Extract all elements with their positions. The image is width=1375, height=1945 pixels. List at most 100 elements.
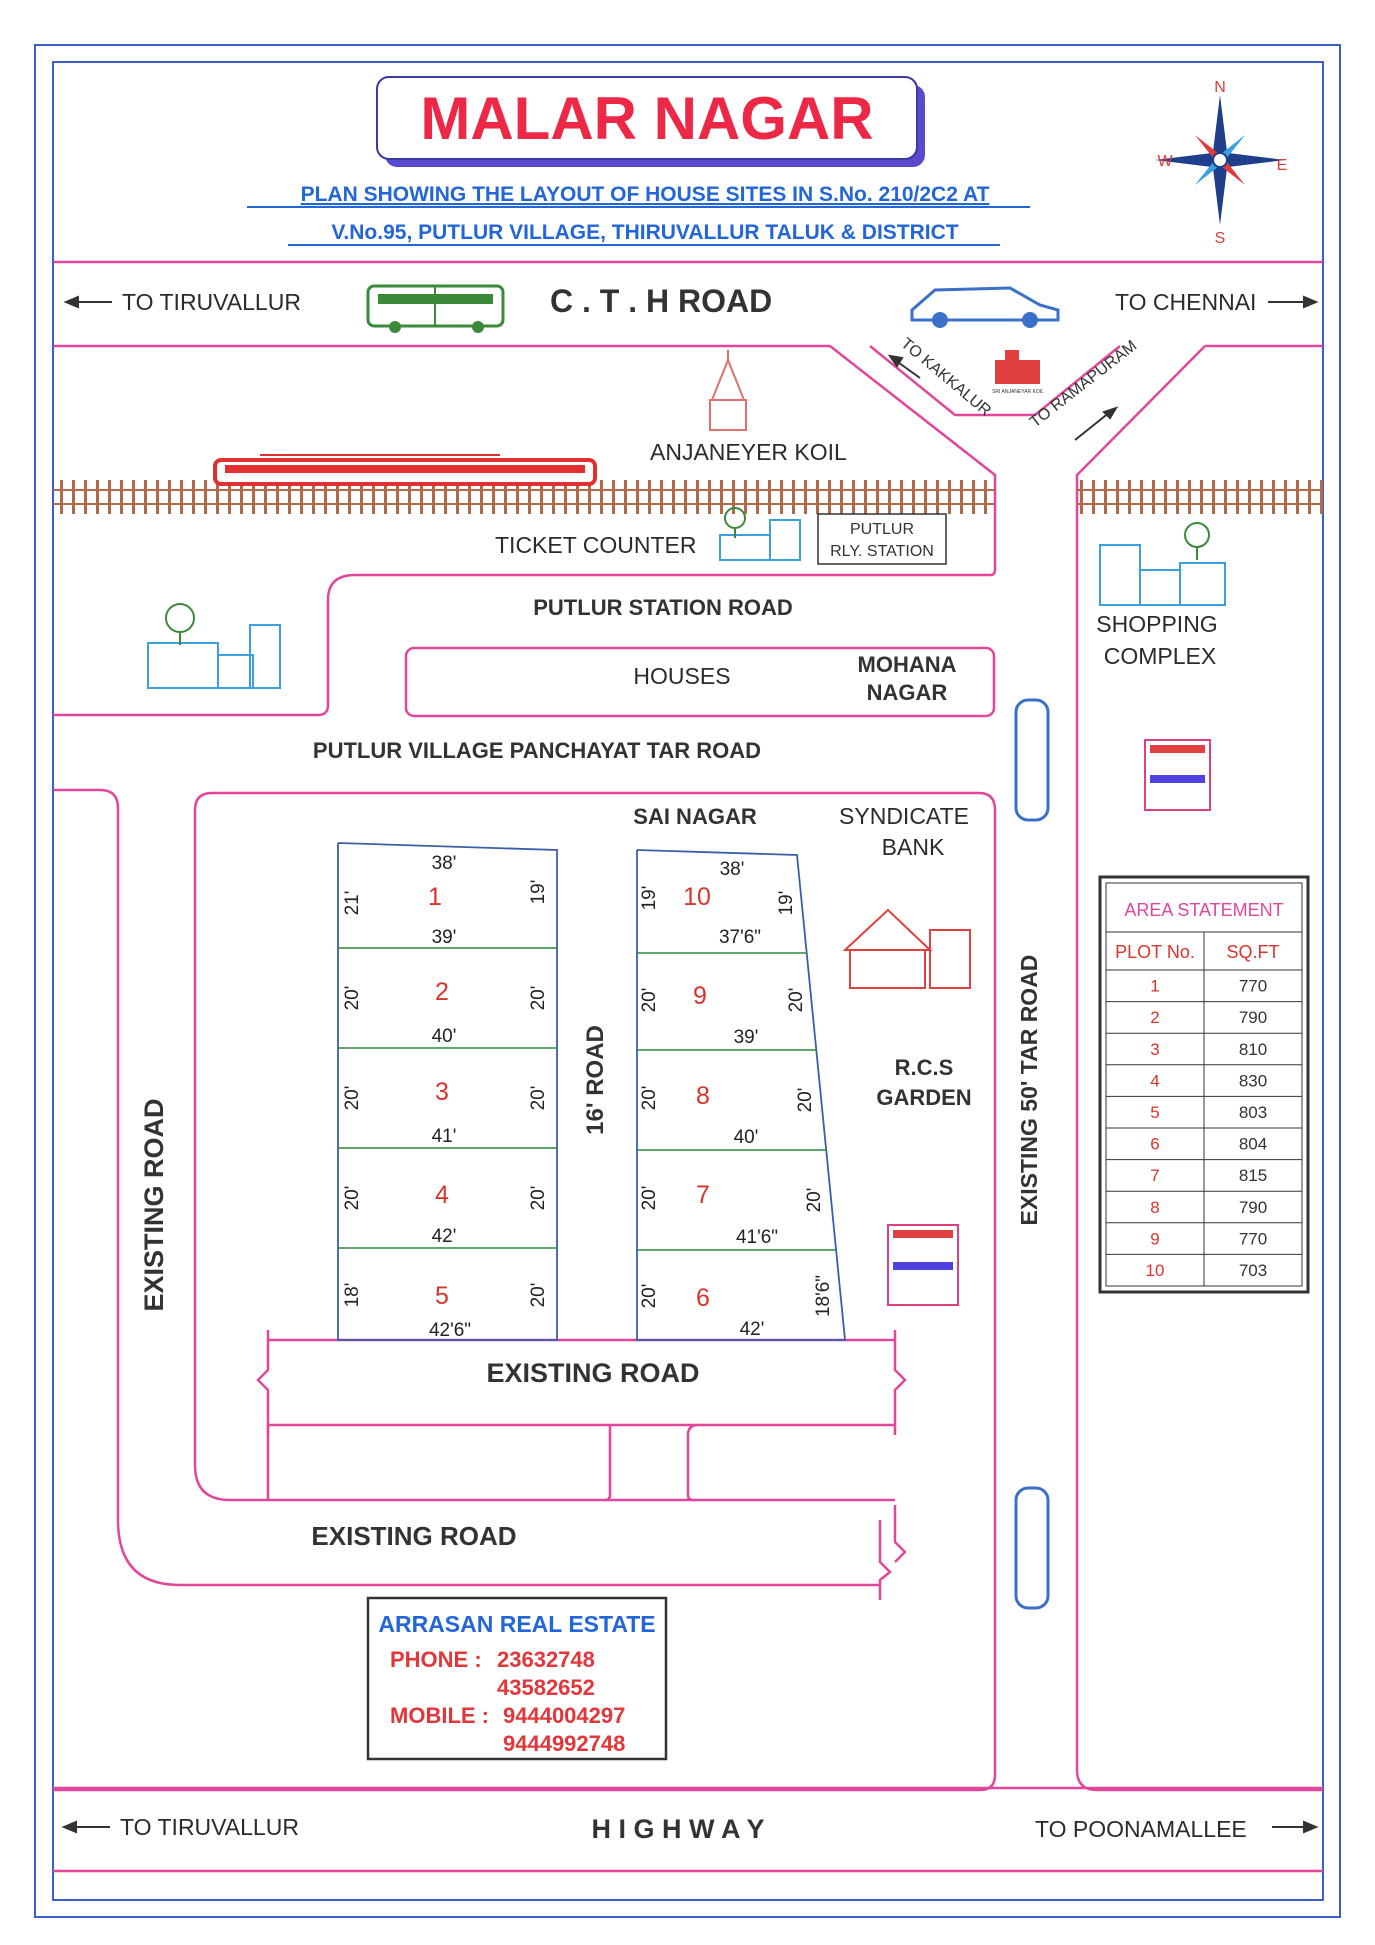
label-shopping-1: SHOPPING bbox=[1096, 611, 1217, 637]
label-to-poonamallee: TO POONAMALLEE bbox=[1035, 1816, 1247, 1842]
plot-left-dim: 19' bbox=[639, 886, 660, 911]
plot-dividers-right bbox=[637, 952, 836, 1251]
plot-1[interactable]: 1 38' 39' 21' 19' bbox=[342, 853, 549, 948]
label-shopping-2: COMPLEX bbox=[1104, 643, 1216, 669]
plot-bottom-dim: 42'6" bbox=[429, 1320, 471, 1341]
label-existing-50-road: EXISTING 50' TAR ROAD bbox=[1016, 955, 1042, 1226]
plan-subtitle-1: PLAN SHOWING THE LAYOUT OF HOUSE SITES I… bbox=[301, 183, 990, 206]
label-rcs-1: R.C.S bbox=[895, 1055, 954, 1080]
plot-left-dim: 20' bbox=[639, 1086, 660, 1111]
plot-left-dim: 20' bbox=[639, 988, 660, 1013]
plot-9[interactable]: 9 39' 20' 20' bbox=[639, 982, 807, 1048]
plot-number: 3 bbox=[435, 1078, 449, 1106]
plot-bottom-dim: 40' bbox=[734, 1127, 759, 1148]
label-anjaneyer-koil: ANJANEYER KOIL bbox=[650, 439, 847, 465]
plot-number: 10 bbox=[683, 883, 711, 911]
label-to-tiruvallur-top: TO TIRUVALLUR bbox=[122, 289, 301, 315]
shopping-building-icon bbox=[1099, 544, 1226, 606]
plot-7[interactable]: 7 41'6" 20' 20' bbox=[639, 1181, 825, 1248]
compass-e: E bbox=[1277, 157, 1288, 174]
area-row-plot: 3 bbox=[1150, 1040, 1159, 1059]
plot-bottom-dim: 41'6" bbox=[736, 1227, 778, 1248]
plot-number: 9 bbox=[693, 982, 707, 1010]
plot-number: 1 bbox=[428, 883, 442, 911]
tree-right-icon bbox=[1184, 522, 1210, 560]
area-row-plot: 10 bbox=[1146, 1261, 1165, 1280]
area-row-sqft: 810 bbox=[1239, 1040, 1267, 1059]
plot-right-dim: 19' bbox=[776, 891, 797, 916]
car-icon bbox=[910, 286, 1060, 328]
plot-bottom-dim: 42' bbox=[740, 1319, 765, 1340]
tree-icon bbox=[724, 507, 746, 538]
area-row-plot: 2 bbox=[1150, 1008, 1159, 1027]
plot-left-dim: 21' bbox=[342, 891, 363, 916]
compass-w: W bbox=[1157, 153, 1173, 170]
label-existing-road-left: EXISTING ROAD bbox=[139, 1098, 169, 1311]
plot-number: 6 bbox=[696, 1284, 710, 1312]
label-cth-road: C . T . H ROAD bbox=[550, 283, 772, 319]
contact-company: ARRASAN REAL ESTATE bbox=[378, 1611, 655, 1637]
label-sai-nagar: SAI NAGAR bbox=[633, 804, 757, 829]
label-panchayat-road: PUTLUR VILLAGE PANCHAYAT TAR ROAD bbox=[313, 738, 761, 763]
contact-mobile-1: 9444004297 bbox=[503, 1703, 625, 1728]
plot-block-left bbox=[337, 842, 558, 1341]
bus-icon bbox=[366, 284, 505, 333]
plot-6[interactable]: 6 42' 20' 18'6" bbox=[639, 1275, 834, 1340]
area-row-sqft: 770 bbox=[1239, 977, 1267, 996]
plot-2[interactable]: 2 40' 20' 20' bbox=[342, 978, 549, 1047]
area-row-sqft: 830 bbox=[1239, 1071, 1267, 1090]
plot-right-dim: 20' bbox=[786, 988, 807, 1013]
buildings-left-icon bbox=[147, 624, 281, 689]
contact-mobile-label: MOBILE : bbox=[390, 1703, 489, 1728]
plot-8[interactable]: 8 40' 20' 20' bbox=[639, 1082, 816, 1148]
area-row-sqft: 815 bbox=[1239, 1166, 1267, 1185]
label-station-2: RLY. STATION bbox=[830, 543, 934, 560]
label-existing-road-bottom: EXISTING ROAD bbox=[311, 1521, 516, 1551]
plot-10[interactable]: 10 38' 37'6" 19' 19' bbox=[639, 859, 797, 948]
station-signboard bbox=[817, 513, 947, 565]
plot-number: 5 bbox=[435, 1282, 449, 1310]
plot-left-dim: 20' bbox=[639, 1186, 660, 1211]
train-icon bbox=[213, 454, 597, 486]
plot-top-dim: 38' bbox=[720, 859, 745, 880]
area-row-sqft: 770 bbox=[1239, 1229, 1267, 1248]
label-rcs-2: GARDEN bbox=[876, 1085, 971, 1110]
road-outlines bbox=[53, 260, 1323, 1873]
plot-number: 7 bbox=[696, 1181, 710, 1209]
plot-left-dim: 20' bbox=[342, 986, 363, 1011]
label-to-tiruvallur-bottom: TO TIRUVALLUR bbox=[120, 1814, 299, 1840]
railway-track-right bbox=[1077, 480, 1323, 514]
plot-5[interactable]: 5 42'6" 18' 20' bbox=[342, 1282, 549, 1341]
label-putlur-station-road: PUTLUR STATION ROAD bbox=[533, 595, 793, 620]
plot-bottom-dim: 39' bbox=[432, 927, 457, 948]
label-mohana-1: MOHANA bbox=[858, 652, 957, 677]
label-existing-road-mid: EXISTING ROAD bbox=[486, 1358, 699, 1388]
contact-phone-1: 23632748 bbox=[497, 1647, 595, 1672]
plot-bottom-dim: 42' bbox=[432, 1226, 457, 1247]
area-row-sqft: 703 bbox=[1239, 1261, 1267, 1280]
area-row-plot: 6 bbox=[1150, 1135, 1159, 1154]
station-building-icon bbox=[719, 519, 801, 561]
plot-right-dim: 20' bbox=[528, 986, 549, 1011]
inner-border bbox=[52, 61, 1324, 1901]
contact-box: ARRASAN REAL ESTATE PHONE : 23632748 435… bbox=[366, 1596, 668, 1761]
direction-arrows bbox=[61, 295, 1319, 1834]
area-row-plot: 7 bbox=[1150, 1166, 1159, 1185]
building-small-icon bbox=[887, 1224, 959, 1306]
plot-right-dim: 19' bbox=[528, 880, 549, 905]
plot-number: 4 bbox=[435, 1181, 449, 1209]
plot-4[interactable]: 4 42' 20' 20' bbox=[342, 1181, 549, 1247]
plot-3[interactable]: 3 41' 20' 20' bbox=[342, 1078, 549, 1147]
outer-border bbox=[34, 44, 1341, 1918]
plot-left-dim: 20' bbox=[342, 1186, 363, 1211]
plot-right-dim: 20' bbox=[804, 1188, 825, 1213]
label-mohana-2: NAGAR bbox=[867, 680, 948, 705]
label-station-1: PUTLUR bbox=[850, 521, 914, 538]
plot-left-dim: 20' bbox=[342, 1086, 363, 1111]
plot-bottom-dim: 41' bbox=[432, 1126, 457, 1147]
plot-number: 8 bbox=[696, 1082, 710, 1110]
car-side-icon bbox=[1014, 698, 1050, 1610]
plot-top-dim: 38' bbox=[432, 853, 457, 874]
plot-right-dim: 20' bbox=[528, 1283, 549, 1308]
